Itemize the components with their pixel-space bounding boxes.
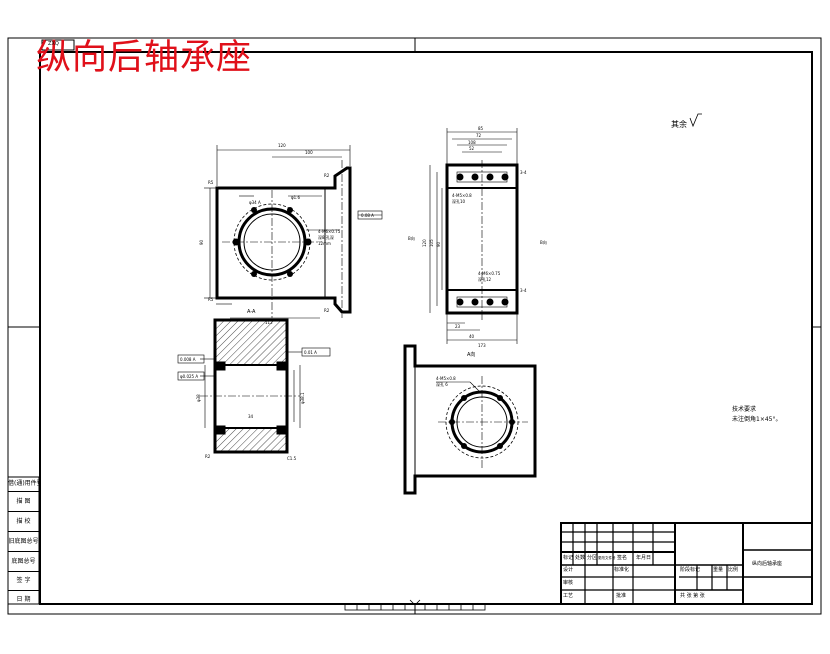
sidebar-cell: 底图总号 [8,552,39,572]
tb-row-label: 分区 [587,555,598,561]
svg-text:105: 105 [429,239,434,247]
sidebar-frame [7,476,40,605]
view-a-direction: 4-M5×0.8 深孔 6 A向 [403,344,537,495]
roughness-note [689,113,702,128]
inner-frame [39,51,813,605]
svg-text:深孔12: 深孔12 [478,276,492,282]
tb-row-label: 更改文件号 [598,556,616,560]
svg-text:23: 23 [455,324,461,329]
sidebar-register: 借(通)用件登记 描 图 描 校 旧底图总号 底图总号 签 字 日 期 [8,477,39,608]
svg-text:B向: B向 [408,235,415,241]
sidebar-cell: 日 期 [16,596,31,603]
view-front-section: 0.008 A φ0.025 A 0.01 A φ38 φ38.1 34 R2 … [177,318,331,461]
svg-text:R2: R2 [324,173,330,178]
sidebar-cell: 借(通)用件登记 [8,477,39,492]
tb-row-label: 年月日 [636,555,652,561]
view-side: 85 72 108 52 120 105 90 40 23 173 4-M5×0… [408,126,547,348]
tb-row-label: 标记 [563,555,574,561]
svg-text:120: 120 [422,239,427,247]
svg-text:72: 72 [476,133,482,138]
tb-sign-label: 设计 [563,567,574,573]
tb-sign-label: 批准 [616,593,627,599]
tb-sign-label: 工艺 [563,593,574,599]
tech-req-line: 未注倒角1×45°。 [732,415,781,423]
title-block [560,522,813,605]
svg-text:90: 90 [436,241,441,247]
svg-text:B向: B向 [540,239,547,245]
svg-text:120: 120 [278,143,286,148]
tb-stage-label: 重量 [713,567,724,573]
svg-text:φ34 A: φ34 A [249,200,261,205]
svg-text:深孔10: 深孔10 [452,198,466,204]
direction-label: A向 [467,351,475,358]
tb-sign-label: 审核 [563,580,574,586]
svg-text:深孔 6: 深孔 6 [436,381,448,387]
svg-text:90: 90 [199,239,204,245]
sidebar-cell: 签 字 [8,572,39,591]
svg-text:4-M6×0.75: 4-M6×0.75 [318,229,341,234]
svg-text:R5: R5 [208,180,214,185]
svg-text:173: 173 [478,343,486,348]
svg-text:12mm: 12mm [318,241,331,246]
tb-row-label: 签名 [617,555,628,561]
tb-stage-label: 比例 [728,567,739,573]
svg-text:R2: R2 [205,454,211,459]
svg-text:34: 34 [248,414,254,419]
svg-text:40: 40 [469,334,475,339]
tech-req-title: 技术要求 [732,405,756,413]
svg-text:100: 100 [305,150,313,155]
drawing-number-code: ZXQ [48,41,59,47]
tb-row-label: 处数 [575,555,586,561]
sidebar-cell: 描 校 [8,512,39,532]
svg-text:深8 孔深: 深8 孔深 [318,234,334,240]
centering-marks [8,38,821,614]
svg-text:52: 52 [469,146,475,151]
bottom-ruler [344,599,486,611]
svg-text:3-4: 3-4 [520,170,527,175]
svg-text:0.01 A: 0.01 A [304,350,317,355]
svg-text:R2: R2 [324,308,330,313]
svg-text:0.08 A: 0.08 A [361,213,374,218]
svg-text:φ38: φ38 [196,394,201,402]
tb-part-name: 纵向后轴承座 [752,561,783,567]
svg-text:C1.5: C1.5 [287,456,297,461]
section-label: A-A [247,309,256,315]
svg-text:108: 108 [468,140,476,145]
svg-text:φ0.025 A: φ0.025 A [180,374,198,379]
svg-text:85: 85 [478,126,484,131]
drawing-number-box [41,39,75,51]
tb-stage-label: 阶段标记 [680,567,701,573]
svg-text:4-M6×0.75: 4-M6×0.75 [478,271,501,276]
tb-sheet-count: 共 张 第 张 [680,593,705,599]
sidebar-cell: 旧底图总号 [8,532,39,552]
roughness-note-text: 其余 [671,119,687,129]
tb-sign-label: 标准化 [614,567,630,573]
svg-text:φ1.6: φ1.6 [291,195,300,200]
drawing-title: 纵向后轴承座 [36,38,253,78]
svg-text:4-M5×0.8: 4-M5×0.8 [452,193,472,198]
svg-text:3-4: 3-4 [520,288,527,293]
svg-text:4-M5×0.8: 4-M5×0.8 [436,376,456,381]
svg-text:φ38.1: φ38.1 [300,392,305,404]
outer-border [7,37,822,615]
svg-text:0.008 A: 0.008 A [180,357,196,362]
svg-text:R5: R5 [208,297,214,302]
sidebar-cell: 描 图 [8,492,39,512]
